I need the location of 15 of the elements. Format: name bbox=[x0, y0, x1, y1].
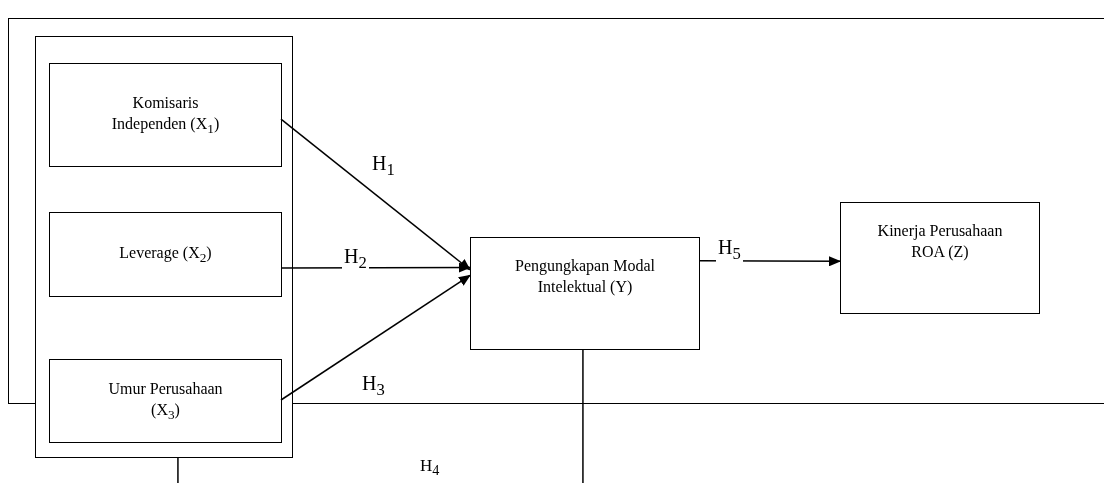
hypothesis-label: H$_{4}$ bbox=[420, 456, 440, 480]
arrow bbox=[280, 118, 471, 271]
box-text: Kinerja Perusahaan ROA (Z) bbox=[876, 221, 1004, 263]
group-box bbox=[35, 36, 293, 458]
box-text: Pengungkapan Modal Intelektual (Y) bbox=[514, 256, 656, 298]
box-text: Leverage (X$_{2}$) bbox=[119, 242, 212, 267]
variable-box bbox=[49, 212, 282, 297]
variable-box bbox=[470, 237, 700, 350]
connector-line bbox=[582, 349, 584, 483]
variable-box bbox=[49, 359, 282, 443]
box-text: Komisaris Independen (X$_{1}$) bbox=[110, 92, 221, 138]
variable-box bbox=[840, 202, 1040, 314]
connector-line bbox=[177, 457, 179, 483]
variable-box bbox=[49, 63, 282, 167]
box-text: Umur Perusahaan (X$_{3}$) bbox=[107, 378, 224, 424]
